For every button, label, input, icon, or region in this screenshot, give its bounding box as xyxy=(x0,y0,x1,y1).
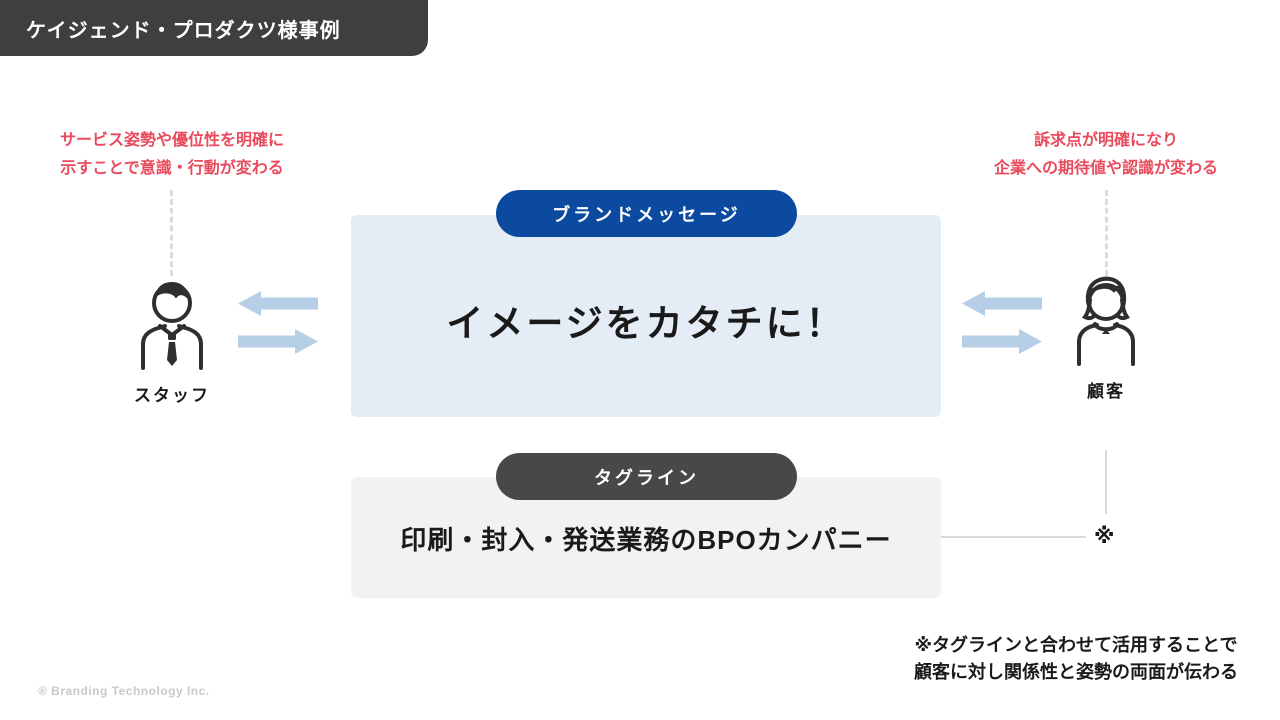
page-title: ケイジェンド・プロダクツ様事例 xyxy=(26,19,341,42)
tagline-to-refmark-connector xyxy=(941,536,1086,538)
staff-side-note-line2: 示すことで意識・行動が変わる xyxy=(60,160,284,177)
staff-side-note: サービス姿勢や優位性を明確に 示すことで意識・行動が変わる xyxy=(22,127,322,183)
brand-message-text: イメージをカタチに！ xyxy=(446,303,846,344)
customer-side-note: 訴求点が明確になり 企業への期待値や認識が変わる xyxy=(956,127,1256,183)
arrow-right-icon xyxy=(238,329,318,354)
customer-exchange-arrows xyxy=(962,291,1042,354)
customer-dashed-connector xyxy=(1105,190,1108,276)
customer-person-icon xyxy=(1064,276,1148,370)
staff-exchange-arrows xyxy=(238,291,318,354)
brand-message-box: イメージをカタチに！ xyxy=(351,215,941,417)
reference-mark: ※ xyxy=(1094,525,1115,548)
arrow-left-icon xyxy=(962,291,1042,316)
staff-dashed-connector xyxy=(170,190,173,276)
footnote-line1: ※タグラインと合わせて活用することで xyxy=(914,635,1238,655)
staff-label: スタッフ xyxy=(134,386,210,405)
customer-label: 顧客 xyxy=(1087,382,1125,401)
arrow-left-icon xyxy=(238,291,318,316)
tagline-badge: タグライン xyxy=(496,453,797,500)
brand-message-badge-label: ブランドメッセージ xyxy=(552,204,741,225)
footnote-line2: 顧客に対し関係性と姿勢の両面が伝わる xyxy=(914,662,1238,682)
arrow-right-icon xyxy=(962,329,1042,354)
customer-side-note-line1: 訴求点が明確になり xyxy=(1033,132,1178,149)
header-badge: ケイジェンド・プロダクツ様事例 xyxy=(0,0,428,56)
footnote: ※タグラインと合わせて活用することで 顧客に対し関係性と姿勢の両面が伝わる xyxy=(914,632,1238,686)
staff-actor: スタッフ xyxy=(112,276,232,406)
customer-actor: 顧客 xyxy=(1046,272,1166,402)
tagline-badge-label: タグライン xyxy=(594,467,699,488)
staff-side-note-line1: サービス姿勢や優位性を明確に xyxy=(59,132,284,149)
customer-side-note-line2: 企業への期待値や認識が変わる xyxy=(993,160,1218,177)
company-watermark: ® Branding Technology Inc. xyxy=(38,684,210,698)
brand-message-badge: ブランドメッセージ xyxy=(496,190,797,237)
customer-to-refmark-connector xyxy=(1105,450,1107,514)
staff-person-icon xyxy=(130,282,214,374)
tagline-text: 印刷・封入・発送業務のBPOカンパニー xyxy=(400,525,892,555)
